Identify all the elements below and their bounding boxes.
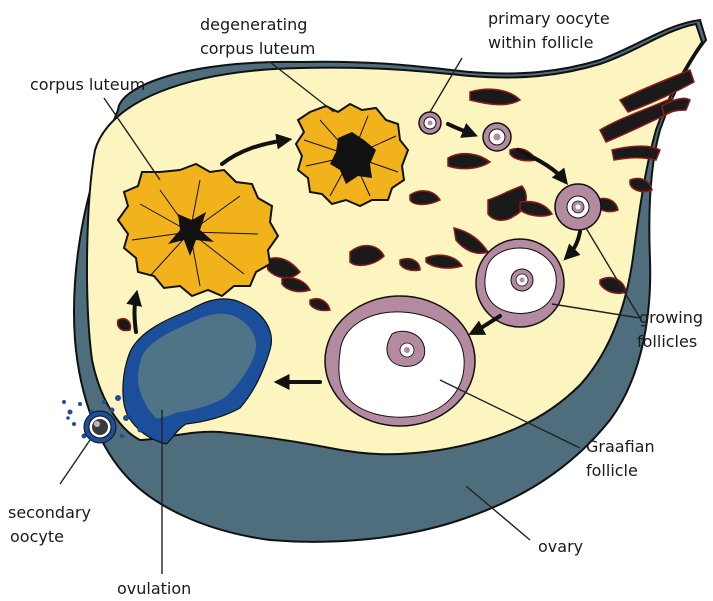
label-growing-follicles-2: follicles	[637, 332, 697, 351]
growing-follicle-small	[555, 184, 601, 230]
growing-follicle-large	[476, 239, 564, 327]
primary-follicle	[419, 112, 441, 134]
label-degenerating-corpus-luteum-2: corpus luteum	[200, 39, 315, 58]
label-secondary-oocyte-2: oocyte	[10, 527, 64, 546]
label-primary-oocyte-2: within follicle	[488, 33, 593, 52]
label-graafian-follicle-2: follicle	[586, 461, 638, 480]
label-secondary-oocyte-1: secondary	[8, 503, 91, 522]
label-primary-oocyte-1: primary oocyte	[488, 9, 610, 28]
label-graafian-follicle-1: Graafian	[586, 437, 655, 456]
label-growing-follicles-1: growing	[639, 308, 703, 327]
label-corpus-luteum: corpus luteum	[30, 75, 145, 94]
early-follicle	[483, 123, 511, 151]
label-degenerating-corpus-luteum-1: degenerating	[200, 15, 307, 34]
secondary-oocyte	[84, 411, 116, 443]
label-ovary: ovary	[538, 537, 583, 556]
label-ovulation: ovulation	[117, 579, 191, 598]
graafian-follicle	[325, 296, 475, 426]
